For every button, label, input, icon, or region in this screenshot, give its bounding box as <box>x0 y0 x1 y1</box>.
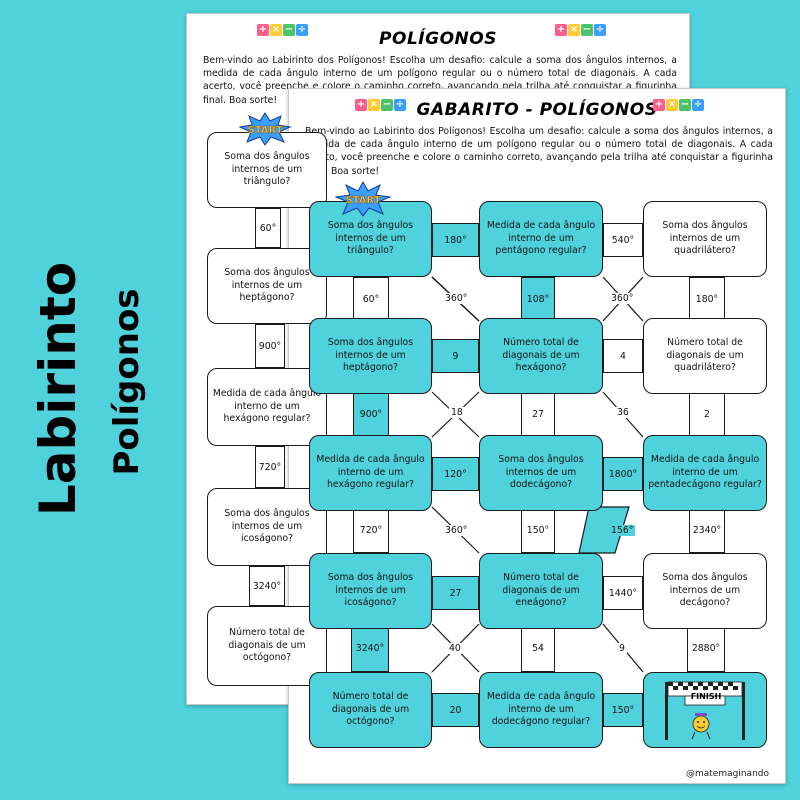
start-badge-icon: START <box>239 112 291 146</box>
conn-c1c: 720° <box>353 507 389 553</box>
diag-label-2: 360° <box>609 293 636 304</box>
maze-box-r2c3: Número total de diagonais de um quadrilá… <box>643 318 767 394</box>
maze-box-r5c2: Medida de cada ângulo interno de um dode… <box>479 672 603 748</box>
maze-box-finish <box>643 672 767 748</box>
maze-box-r1c3: Soma dos ângulos internos de um quadrilá… <box>643 201 767 277</box>
diag-label-1: 360° <box>443 293 470 304</box>
conn-c3a: 180° <box>689 277 725 321</box>
conn-r3b: 1800° <box>603 457 643 491</box>
front-title: GABARITO - POLÍGONOS <box>416 100 658 120</box>
maze-box-r3c1: Medida de cada ângulo interno de um hexá… <box>309 435 432 511</box>
conn-r4b: 1440° <box>603 576 643 610</box>
side-title: Labirinto <box>29 261 87 517</box>
conn-c3b: 2 <box>689 392 725 437</box>
diag-label-3: 18 <box>449 407 465 418</box>
back-box-3: Medida de cada ângulo interno de um hexá… <box>207 368 327 446</box>
maze-box-r3c2: Soma dos ângulos internos de um dodecágo… <box>479 435 603 511</box>
diag-label-4: 36 <box>615 407 631 418</box>
maze-box-r2c1: Soma dos ângulos internos de um heptágon… <box>309 318 432 394</box>
maze-box-r4c3: Soma dos ângulos internos de um decágono… <box>643 553 767 629</box>
diag-label-5: 360° <box>443 525 470 536</box>
finish-label: FINISH <box>690 692 722 701</box>
conn-c2c: 150° <box>521 507 555 553</box>
conn-c1b: 900° <box>353 392 389 437</box>
maze-box-r5c1: Número total de diagonais de um octógono… <box>309 672 432 748</box>
conn-r5a: 20 <box>432 693 479 727</box>
conn-r1a: 180° <box>432 223 479 257</box>
conn-c1a: 60° <box>353 277 389 321</box>
conn-c2a: 108° <box>521 277 555 321</box>
diag-label-7: 40 <box>447 643 463 654</box>
start-badge-icon: START <box>335 181 391 217</box>
svg-text:START: START <box>247 125 282 136</box>
math-operations-icon: +×−÷ <box>653 99 704 111</box>
back-box-1: Soma dos ângulos internos de um triângul… <box>207 132 327 208</box>
side-subtitle: Polígonos <box>107 288 147 476</box>
back-conn-1: 60° <box>255 208 281 248</box>
maze-box-r1c2: Medida de cada ângulo interno de um pent… <box>479 201 603 277</box>
math-operations-icon: +×−÷ <box>257 24 308 36</box>
back-box-5: Número total de diagonais de um octógono… <box>207 606 327 686</box>
conn-r2b: 4 <box>603 339 643 373</box>
conn-c3c: 2340° <box>689 507 725 553</box>
conn-r1b: 540° <box>603 223 643 257</box>
back-intro: Bem-vindo ao Labirinto dos Polígonos! Es… <box>203 55 677 106</box>
back-box-2: Soma dos ângulos internos de um heptágon… <box>207 248 327 324</box>
diag-label-8: 9 <box>617 643 627 654</box>
finish-line-icon <box>665 681 745 740</box>
math-operations-icon: +×−÷ <box>555 24 606 36</box>
worksheet-answer-key: +×−÷ GABARITO - POLÍGONOS +×−÷ Bem-vindo… <box>288 88 786 784</box>
back-conn-4: 3240° <box>249 566 285 606</box>
conn-c2d: 54 <box>521 624 555 672</box>
conn-c3d: 2880° <box>687 624 725 672</box>
conn-r2a: 9 <box>432 339 479 373</box>
conn-r3a: 120° <box>432 457 479 491</box>
back-box-4: Soma dos ângulos internos de um icoságon… <box>207 488 327 566</box>
start-label: START <box>345 195 380 206</box>
conn-r4a: 27 <box>432 576 479 610</box>
conn-c1d: 3240° <box>351 624 389 672</box>
maze-box-r1c1: Soma dos ângulos internos de um triângul… <box>309 201 432 277</box>
conn-c2b: 27 <box>521 392 555 437</box>
maze-box-r4c2: Número total de diagonais de um eneágono… <box>479 553 603 629</box>
front-intro: Bem-vindo ao Labirinto dos Polígonos! Es… <box>305 126 773 177</box>
diag-label-6: 156° <box>609 525 636 536</box>
credit: @matemaginando <box>686 769 769 779</box>
math-operations-icon: +×−÷ <box>355 99 406 111</box>
maze-box-r2c2: Número total de diagonais de um hexágono… <box>479 318 603 394</box>
conn-r5b: 150° <box>603 693 643 727</box>
back-title: POLÍGONOS <box>379 29 497 49</box>
maze-box-r3c3: Medida de cada ângulo interno de um pent… <box>643 435 767 511</box>
maze-box-r4c1: Soma dos ângulos internos de um icoságon… <box>309 553 432 629</box>
back-conn-3: 720° <box>255 446 285 488</box>
back-conn-2: 900° <box>255 324 285 368</box>
